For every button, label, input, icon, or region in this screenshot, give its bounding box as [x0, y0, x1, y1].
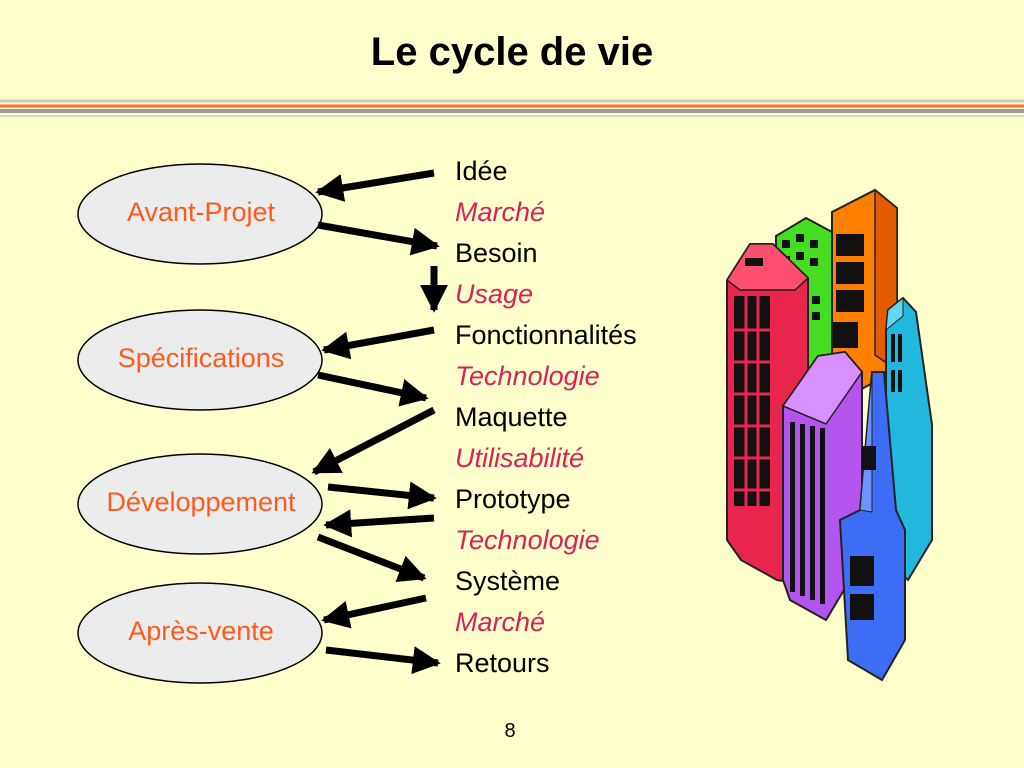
stage-label-developpement: Développement	[106, 487, 296, 517]
arrow-idee-to-avant-projet	[315, 169, 435, 202]
step-idee: Idée	[455, 156, 508, 186]
step-maquette: Maquette	[455, 402, 568, 432]
stage-ellipse-specifications	[77, 309, 323, 411]
step-marche: Marché	[455, 197, 546, 227]
step-marche-2: Marché	[455, 607, 546, 637]
arrow-specifications-to-maquette	[317, 371, 429, 407]
flow-arrows	[311, 169, 448, 675]
step-besoin: Besoin	[455, 238, 538, 268]
step-usage: Usage	[455, 279, 534, 309]
step-retours: Retours	[455, 648, 550, 678]
step-technologie: Technologie	[455, 361, 600, 391]
stage-ellipses	[77, 163, 323, 684]
arrow-technologie-to-developpement	[323, 509, 435, 538]
stage-ellipse-apres-vente	[77, 582, 323, 684]
arrow-maquette-to-developpement	[311, 406, 436, 476]
stage-label-apres-vente: Après-vente	[128, 616, 274, 646]
arrow-avant-projet-to-besoin	[317, 221, 440, 256]
stage-ellipse-avant-projet	[77, 163, 323, 265]
arrow-developpement-to-systeme	[316, 533, 427, 582]
step-prototype: Prototype	[455, 484, 571, 514]
step-technologie-2: Technologie	[455, 525, 600, 555]
blue-tower	[838, 371, 906, 682]
stage-label-specifications: Spécifications	[117, 343, 285, 373]
slide-title: Le cycle de vie	[370, 30, 654, 74]
page-number: 8	[504, 720, 516, 742]
arrow-apres-vente-to-retours	[325, 646, 441, 675]
step-fonctionnalites: Fonctionnalités	[455, 320, 637, 350]
step-utilisabilite: Utilisabilité	[455, 443, 585, 473]
arrow-developpement-to-prototype	[327, 481, 437, 510]
stage-label-avant-projet: Avant-Projet	[126, 197, 276, 227]
step-systeme: Système	[455, 566, 561, 596]
arrow-systeme-to-apres-vente	[321, 594, 427, 629]
arrow-fonctionnalites-to-specifications	[321, 326, 435, 360]
header-rule	[0, 99, 1024, 117]
stage-ellipse-developpement	[77, 453, 323, 555]
